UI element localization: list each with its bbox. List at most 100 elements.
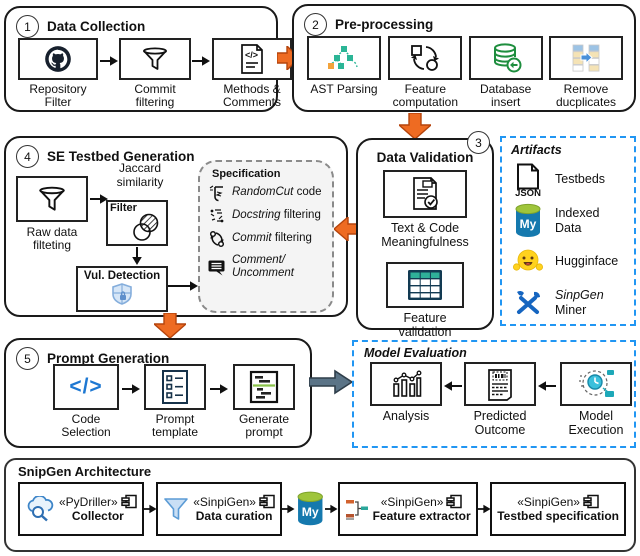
commit-filtering-step: Commit filtering xyxy=(118,38,192,110)
uml-component-icon xyxy=(120,495,137,509)
flow-arrow-left-icon xyxy=(444,379,462,397)
se-testbed-generation-box: 4 SE Testbed Generation Raw data filteti… xyxy=(4,136,348,317)
model-execution-step: Model Execution xyxy=(556,362,636,437)
stage-arrow-left-icon xyxy=(334,217,358,241)
data-validation-box: 3 Data Validation Text & Code Meaningful… xyxy=(356,131,494,339)
methods-comments-label: Methods & Comments xyxy=(222,82,281,110)
architecture-title: SnipGen Architecture xyxy=(18,464,152,479)
table-icon xyxy=(408,270,442,300)
uml-component-icon xyxy=(446,495,463,509)
model-gear-icon xyxy=(579,370,614,397)
predicted-outcome-step: Predicted Outcome xyxy=(462,362,538,437)
component-stereotype: «PyDriller» xyxy=(59,494,118,509)
repository-filter-label: Repository Filter xyxy=(29,82,87,110)
flow-arrow-icon xyxy=(168,281,198,291)
feature-bars-icon xyxy=(345,500,368,520)
step-number-3: 3 xyxy=(467,131,490,154)
commit-filtering-label: Commit filtering xyxy=(134,82,176,110)
svg-text:My: My xyxy=(520,217,537,231)
spec-item-label: Commit filtering xyxy=(232,232,312,245)
artifact-indexed-data: My Indexed Data xyxy=(510,200,632,241)
prompt-template-label: Prompt template xyxy=(151,412,199,440)
component-name: Data curation xyxy=(195,509,273,524)
analysis-label: Analysis xyxy=(382,409,430,423)
artifact-label: Testbeds xyxy=(555,172,606,187)
feature-validation-step xyxy=(386,262,464,308)
model-evaluation-box: Model Evaluation Analysis xyxy=(352,340,636,448)
specification-box: Specification RandomCut code Docstring f… xyxy=(198,160,334,313)
uml-component-icon xyxy=(583,495,599,509)
specification-title: Specification xyxy=(212,168,281,180)
flow-arrow-left-icon xyxy=(538,379,556,397)
funnel-icon xyxy=(39,186,65,211)
data-collection-box: 1 Data Collection Repository Filter xyxy=(4,6,292,112)
github-icon xyxy=(45,46,71,72)
flow-arrow-icon xyxy=(477,504,491,514)
flow-arrow-icon xyxy=(210,382,228,400)
pre-processing-box: 2 Pre-processing xyxy=(292,4,636,112)
chart-icon xyxy=(393,370,422,397)
remove-duplicates-label: Remove ducplicates xyxy=(555,82,616,110)
artifact-huggingface: Hugginface xyxy=(510,241,632,282)
stage-arrow-down-icon xyxy=(399,113,431,139)
prompt-template-step: Prompt template xyxy=(140,364,210,440)
component-name: Testbed specification xyxy=(497,509,620,524)
compute-cycle-icon xyxy=(411,45,440,71)
flow-arrow-icon xyxy=(143,504,157,514)
hatched-circles-icon xyxy=(133,213,159,241)
artifact-label: Indexed Data xyxy=(555,206,600,235)
ast-tree-icon xyxy=(328,46,358,69)
generate-prompt-step: Generate prompt xyxy=(228,364,300,440)
json-file-icon: JSON xyxy=(510,163,546,197)
step-number-1: 1 xyxy=(16,15,39,38)
blue-funnel-icon xyxy=(164,498,189,520)
flow-arrow-icon xyxy=(122,382,140,400)
feature-computation-label: Feature computation xyxy=(392,82,459,110)
pre-processing-title: Pre-processing xyxy=(335,17,434,32)
artifact-testbeds: JSON Testbeds xyxy=(510,159,632,200)
document-check-icon xyxy=(413,177,438,210)
vul-detection-label: Vul. Detection xyxy=(83,270,161,282)
component-name: Collector xyxy=(71,509,124,524)
component-stereotype: «SinpiGen» xyxy=(193,494,256,509)
text-code-label: Text & Code Meaningfulness xyxy=(381,221,469,249)
comment-bubble-icon xyxy=(208,259,226,276)
shield-icon xyxy=(112,283,132,305)
model-evaluation-title: Model Evaluation xyxy=(364,346,467,360)
text-code-step xyxy=(383,170,467,218)
vul-detection-step: Vul. Detection xyxy=(76,266,168,312)
funnel-icon xyxy=(143,47,167,70)
filter-label: Filter xyxy=(110,202,137,214)
feature-extractor-component: «SinpiGen» Feature extractor xyxy=(337,482,478,536)
data-validation-title: Data Validation xyxy=(376,150,474,165)
component-stereotype: «SinpiGen» xyxy=(517,494,580,509)
tools-icon xyxy=(510,290,546,316)
flow-arrow-icon xyxy=(325,504,338,514)
component-name: Feature extractor xyxy=(372,509,471,524)
raw-data-filtering-label: Raw data filteting xyxy=(26,225,78,253)
remove-duplicates-icon xyxy=(572,44,600,72)
mysql-icon: My xyxy=(297,491,323,526)
huggingface-icon xyxy=(510,248,546,275)
cloud-search-icon xyxy=(27,496,54,522)
se-testbed-title: SE Testbed Generation xyxy=(47,149,195,164)
spec-item-comment: Comment/ Uncomment xyxy=(208,254,328,280)
jaccard-similarity-label: Jaccard similarity xyxy=(116,161,164,189)
docstring-icon xyxy=(208,208,226,224)
mysql-icon: My xyxy=(510,201,546,241)
artifacts-box: Artifacts JSON Testbeds My xyxy=(500,136,636,326)
spec-item-label: Comment/ Uncomment xyxy=(232,254,294,280)
stage-arrow-gray-icon xyxy=(309,369,353,395)
generated-code-icon xyxy=(249,370,279,404)
component-stereotype: «SinpiGen» xyxy=(380,494,444,509)
jaccard-filter-step: Filter xyxy=(106,200,168,246)
svg-text:</>: </> xyxy=(245,50,258,60)
data-curation-component: «SinpiGen» Data curation xyxy=(156,482,282,536)
repository-filter-step: Repository Filter xyxy=(16,38,100,110)
code-document-icon: </> xyxy=(241,44,263,74)
flow-arrow-icon xyxy=(192,54,210,72)
prompt-generation-box: 5 Prompt Generation </> Code Selection xyxy=(4,338,312,448)
uml-component-icon xyxy=(259,495,275,509)
feature-computation-step: Feature computation xyxy=(385,36,465,110)
